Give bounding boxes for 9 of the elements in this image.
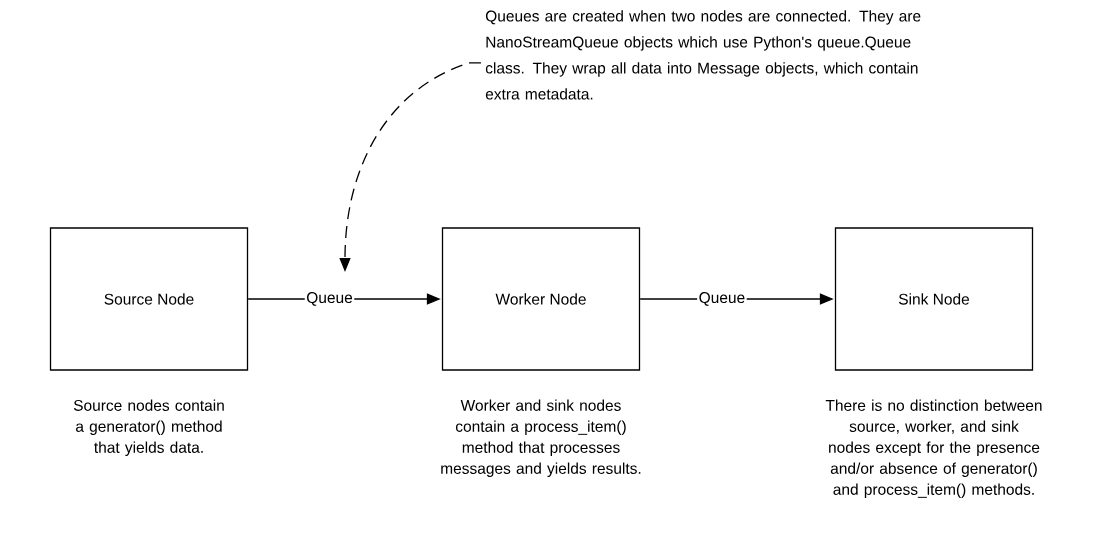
edge-label: Queue bbox=[304, 290, 355, 308]
process-box: Sink Node bbox=[834, 227, 1034, 371]
node-label: Source nodes contain a generator() method that yields data. bbox=[73, 399, 224, 456]
note-text: Queues are created when two nodes are connected. They are NanoStreamQueue objects which use Python's queue.Queue class. They wrap all data into Message objects, which contain extra metadata. bbox=[485, 10, 921, 100]
edge-label: Queue bbox=[697, 290, 747, 308]
process-box: Source Node bbox=[49, 227, 249, 371]
node-label: Worker and sink nodes contain a process_item() method that processes messages and yields results. bbox=[441, 399, 641, 477]
node-label: There is no distinction between source, worker, and sink nodes except for the presence and/or absence of generator() and process_item() methods. bbox=[825, 399, 1042, 498]
process-box: Worker Node bbox=[441, 227, 641, 371]
